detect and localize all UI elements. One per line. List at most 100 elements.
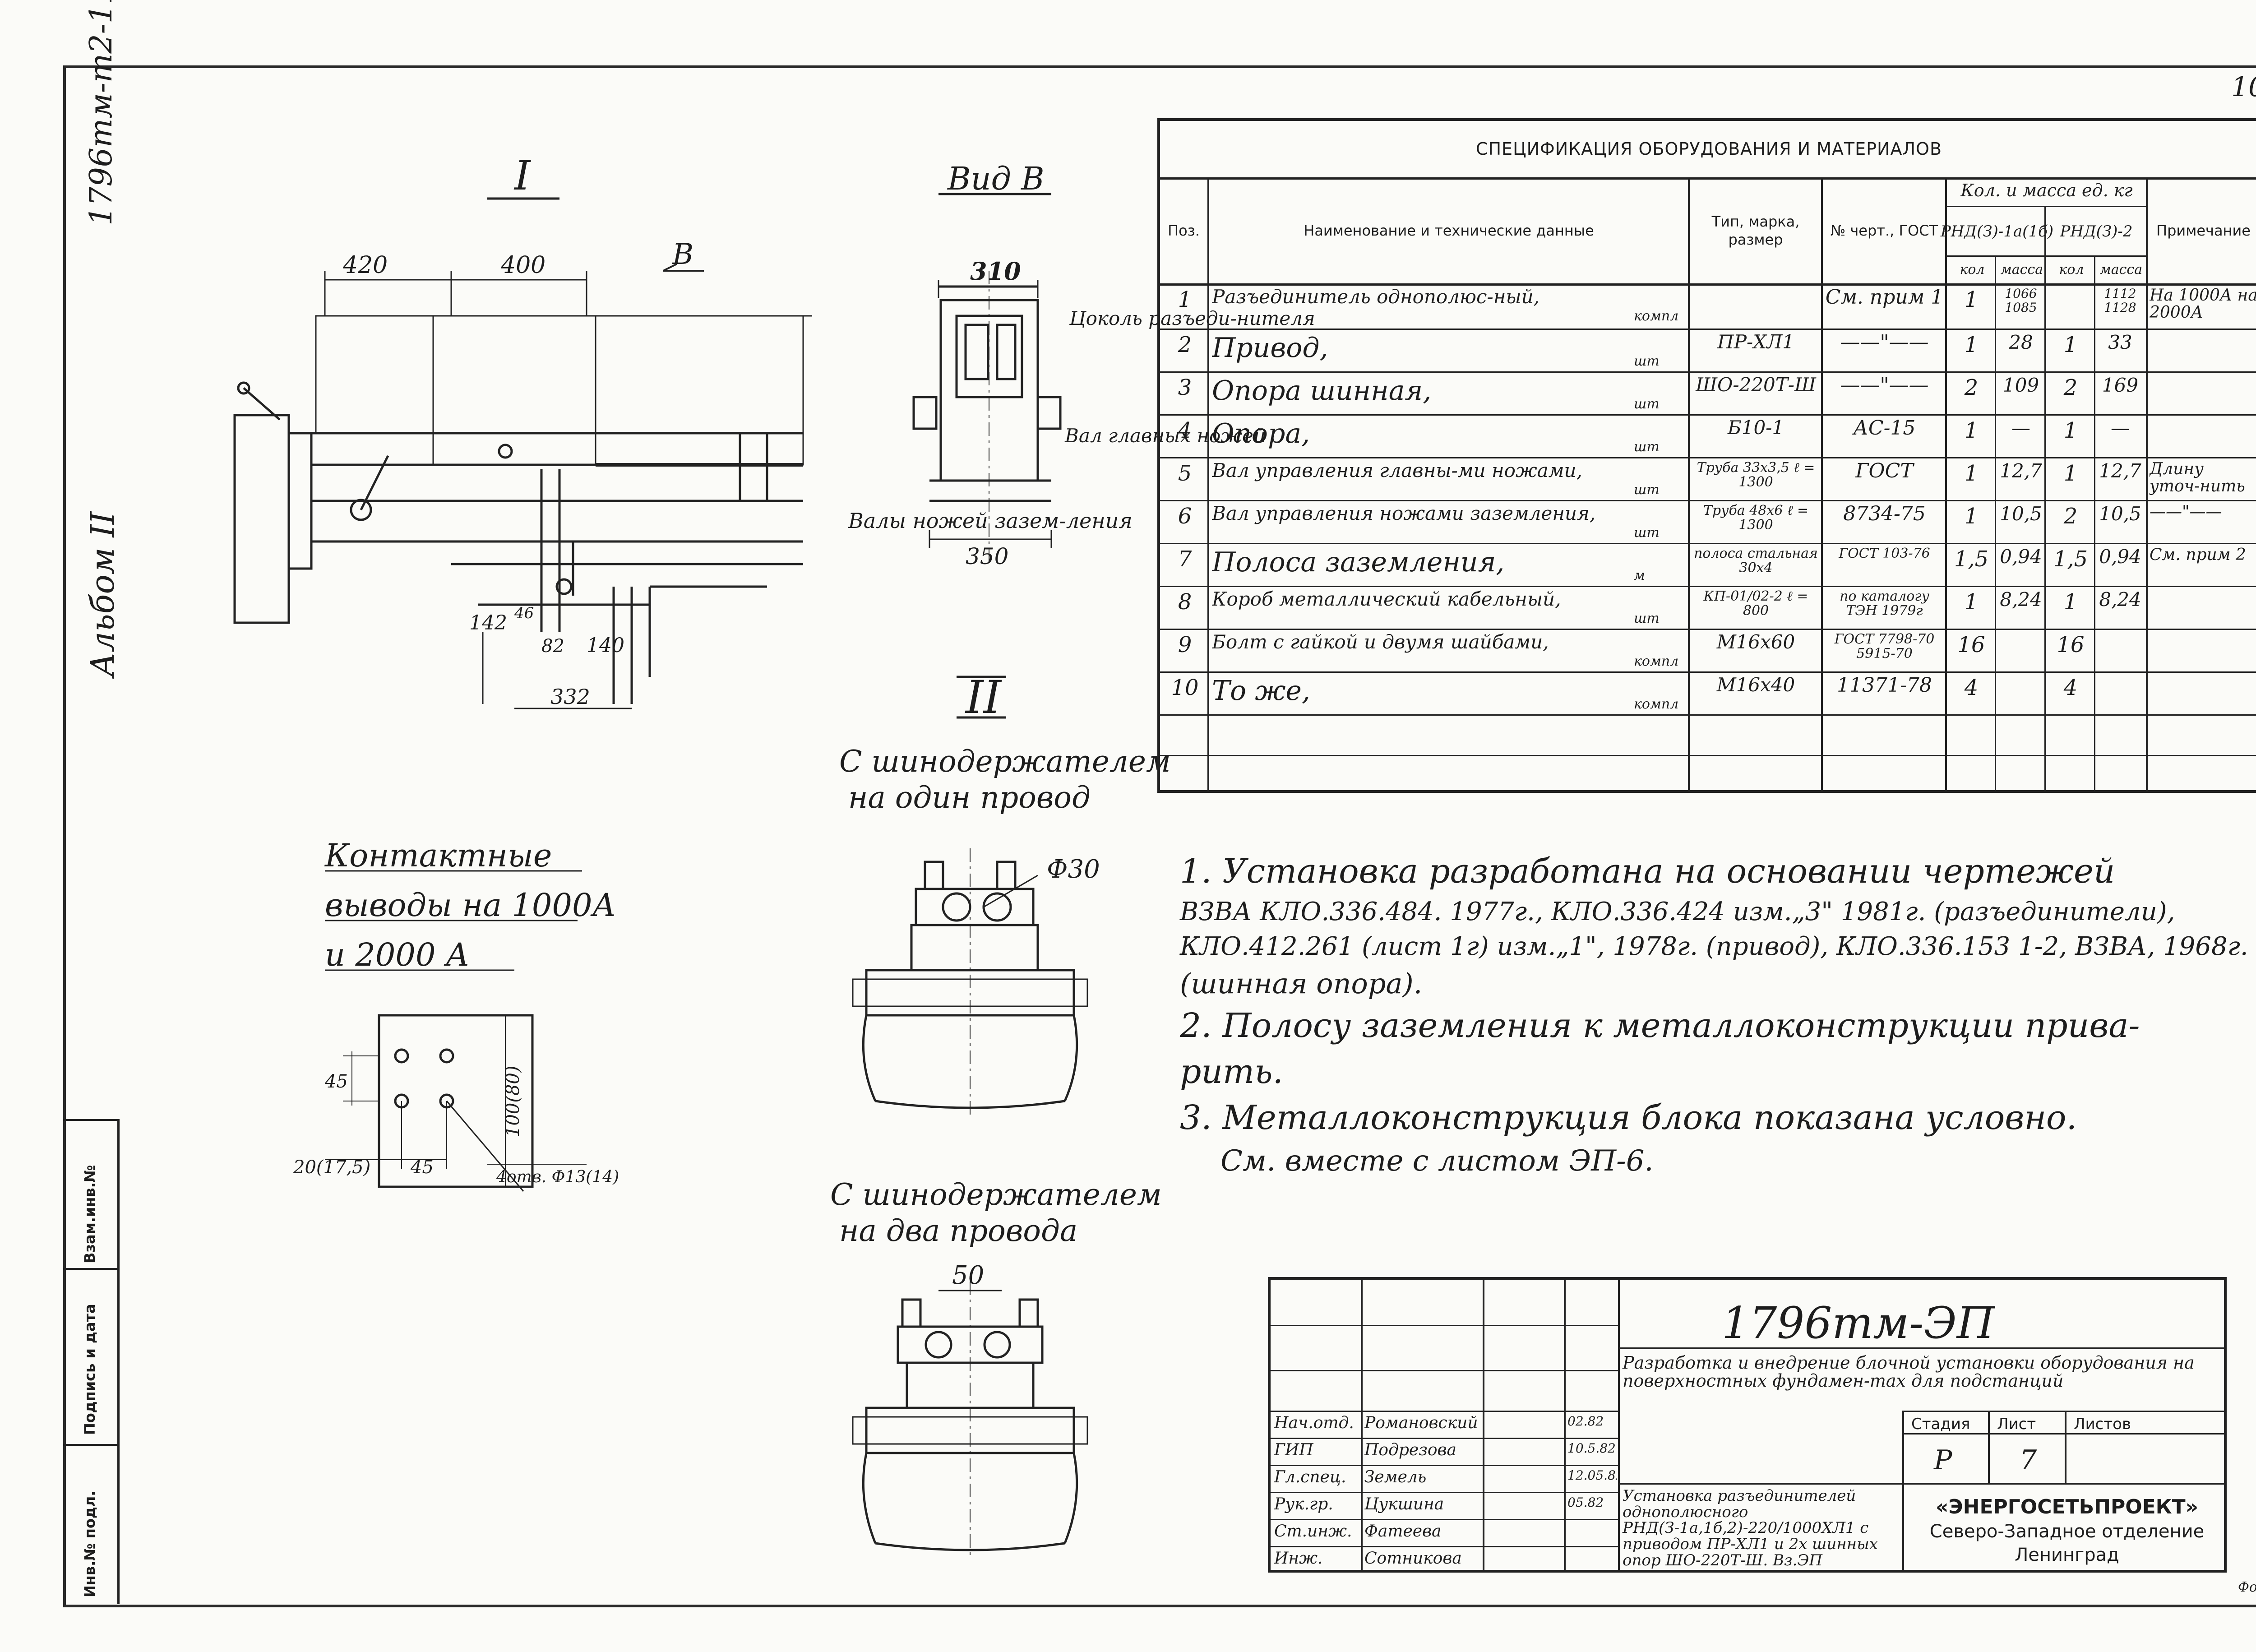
contacts-dim-45-v: 45 [324,1071,348,1092]
spec-cell-unit: шт [1634,611,1660,626]
dim-142: 142 [469,611,507,634]
spec-cell-q2: 2 [2063,504,2078,529]
spec-cell-note: См. прим 2 [2150,546,2246,564]
signature-name: Фатеева [1364,1522,1442,1541]
sheet-number: 10 [2231,71,2256,103]
spec-cell-note [2150,418,2256,456]
header-rnd2: РНД(З)-2 [2060,222,2133,241]
spec-cell-pos: 4 [1178,418,1192,443]
spec-cell-type: ШО-220Т-Ш [1696,375,1816,396]
caption-one-wire-2: на один провод [848,780,1091,815]
spec-cell-q2: 1 [2063,332,2078,357]
spec-cell-q1: 1,5 [1954,546,1989,572]
spec-cell-m2: 169 [2102,375,2139,396]
spec-cell-q2: 1,5 [2053,546,2088,572]
contacts-caption-3: и 2000 А [325,936,470,973]
header-rnd1: РНД(З)-1а(1б) [1940,222,2054,241]
note-line: 3. Металлоконструкция блока показана усл… [1180,1098,2077,1138]
dim-phi30: Ф30 [1047,855,1100,884]
sheets-label: Листов [2074,1415,2131,1433]
spec-cell-m1: 10,5 [2000,504,2042,525]
header-type: Тип, марка, размер [1711,213,1800,248]
spec-cell-doc: 11371-78 [1837,675,1932,697]
spec-cell-type: М16х40 [1716,675,1795,696]
signature-name: Цукшина [1364,1495,1444,1513]
contacts-dim-45-h: 45 [410,1157,434,1178]
spec-cell-m1: 8,24 [2000,589,2042,611]
spec-cell-doc: ——"—— [1840,332,1929,354]
spec-cell-q1: 16 [1957,632,1985,657]
spec-cell-m2: 33 [2108,332,2132,353]
note-line: рить. [1180,1052,1284,1092]
spec-cell-name: То же, [1212,675,1310,707]
spec-cell-q2: 2 [2063,375,2078,400]
spec-cell-pos: 2 [1178,332,1192,357]
header-qty-mass: Кол. и масса ед. кг [1960,180,2133,201]
spec-cell-unit: компл [1634,653,1679,669]
caption-one-wire-1: С шинодержателем [839,744,1171,779]
spec-cell-name: Разъединитель однополюс-ный, [1212,287,1539,308]
signature-name: Сотникова [1364,1549,1462,1568]
spec-cell-m1: 1066 1085 [2005,287,2037,315]
spec-cell-unit: шт [1634,525,1660,541]
sheet-label: Лист [1997,1415,2036,1433]
spec-cell-m1: — [2011,418,2030,439]
contacts-dim-100: 100(80) [503,1066,523,1137]
dim-82: 82 [541,636,564,657]
signature-date: 12.05.82 [1567,1468,1617,1483]
label-disconnector-base: Цоколь разъеди-нителя [1069,307,1315,329]
signature-name: Земель [1364,1468,1427,1486]
note-line: КЛО.412.261 (лист 1г) изм.„1", 1978г. (п… [1180,932,2248,962]
spec-cell-note [2150,589,2256,628]
org-name: «ЭНЕРГОСЕТЬПРОЕКТ» [1935,1495,2199,1518]
spec-cell-type: Б10-1 [1727,418,1784,439]
dim-420: 420 [342,252,388,279]
spec-cell-pos: 1 [1178,287,1192,312]
note-line: 2. Полосу заземления к металлоконструкци… [1180,1006,2140,1046]
header-massa-1: масса [2000,262,2043,278]
spec-cell-type: М16х60 [1716,632,1795,653]
spec-cell-note [2150,632,2256,671]
spec-cell-unit: м [1634,568,1645,583]
spec-cell-m1: 109 [2002,375,2039,396]
title-block: 1796тм-ЭП Разработка и внедрение блочной… [1268,1277,2227,1573]
note-line: См. вместе с листом ЭП-6. [1220,1144,1654,1178]
spec-cell-m1: 28 [2009,332,2033,353]
spec-cell-unit: шт [1634,353,1660,369]
spec-cell-m2: 12,7 [2099,461,2141,482]
spec-cell-unit: компл [1634,308,1679,324]
spec-cell-doc: АС-15 [1853,418,1916,440]
spec-cell-note [2150,375,2256,413]
spec-cell-name: Болт с гайкой и двумя шайбами, [1212,632,1549,653]
dim-50: 50 [952,1261,984,1290]
spec-cell-note: На 1000А на 2000А [2150,287,2256,322]
spec-cell-doc: ГОСТ 7798-70 5915-70 [1834,632,1935,662]
caption-two-wire-2: на два провода [839,1213,1077,1248]
paper-format: Формат А3 [2238,1579,2256,1595]
signature-role: Инж. [1274,1549,1323,1568]
spec-cell-q2: 16 [2057,632,2085,657]
contacts-caption-1: Контактные [324,837,552,874]
sheet-value: 7 [2020,1444,2037,1476]
notes: 1. Установка разработана на основании че… [1180,848,2256,1181]
spec-cell-m2 [2098,675,2143,713]
spec-cell-name: Опора, [1212,418,1310,449]
spec-cell-m2: — [2111,418,2130,439]
spec-cell-name: Короб металлический кабельный, [1212,589,1561,610]
spec-cell-m1 [1998,675,2043,713]
signature-date: 10.5.82 [1567,1441,1616,1456]
label-earthing-shafts: Валы ножей зазем-ления [848,509,1133,533]
spec-cell-pos: 7 [1178,546,1192,572]
spec-cell-q1: 1 [1964,418,1979,443]
header-massa-2: масса [2099,262,2143,278]
spec-cell-name: Привод, [1212,332,1328,364]
spec-cell-q1: 1 [1964,589,1979,615]
spec-cell-note: ——"—— [2150,504,2222,521]
spec-cell-type: ПР-ХЛ1 [1717,332,1794,353]
spec-cell-name: Опора шинная, [1212,375,1432,407]
specification-table: СПЕЦИФИКАЦИЯ ОБОРУДОВАНИЯ И МАТЕРИАЛОВ П… [1157,118,2256,793]
header-pos: Поз. [1168,222,1200,239]
stage-value: Р [1934,1444,1952,1476]
header-kol-1: кол [1960,262,1985,278]
